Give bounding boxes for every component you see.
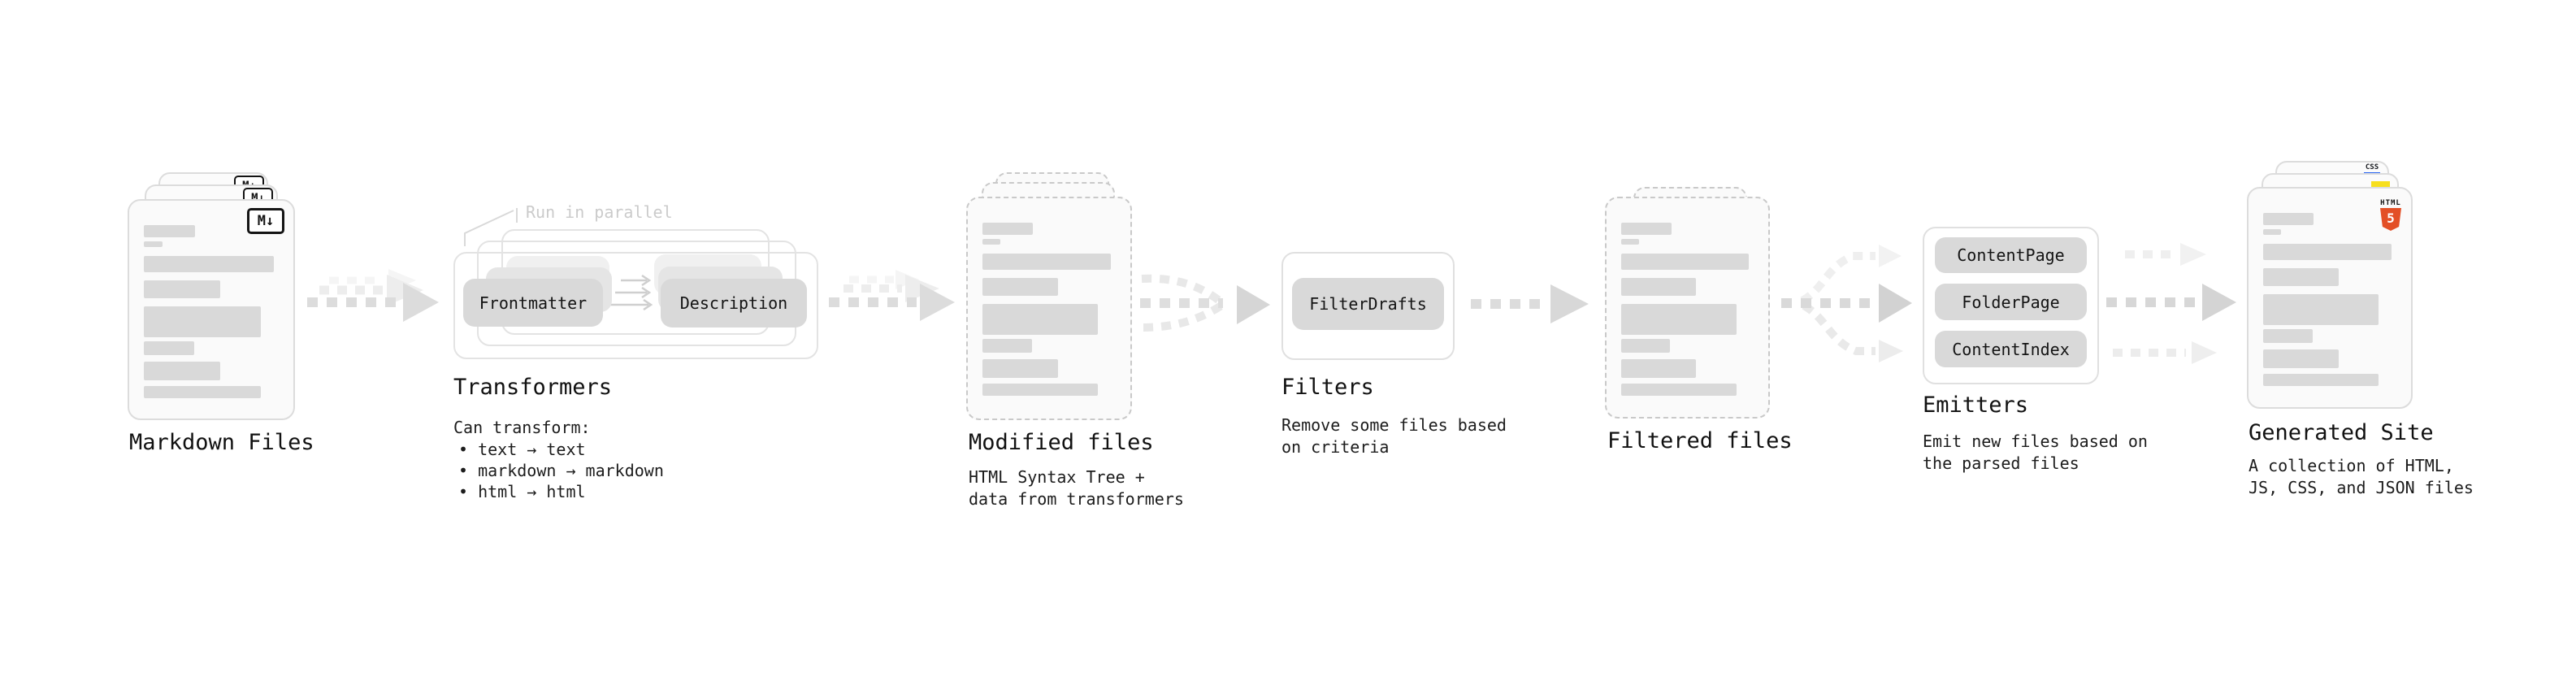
text-line-placeholder <box>982 304 1099 335</box>
doc-content-lines <box>144 201 275 419</box>
contentindex-node: ContentIndex <box>1935 331 2087 367</box>
text-line-placeholder <box>144 362 220 380</box>
generated-site-title: Generated Site <box>2249 420 2434 445</box>
filtered-files-title: Filtered files <box>1607 428 1793 453</box>
text-line-placeholder <box>2263 329 2313 343</box>
transformers-desc-intro: Can transform: <box>453 418 591 437</box>
emitters-desc: Emit new files based on <box>1923 432 2148 451</box>
run-in-parallel-bracket <box>464 208 518 246</box>
text-line-placeholder <box>2263 213 2314 225</box>
doc-content-lines <box>1621 198 1750 417</box>
modified-file-card-front <box>966 197 1132 420</box>
text-line-placeholder <box>1621 254 1750 270</box>
doc-content-lines <box>2263 189 2393 407</box>
arrow-emitters-to-generated <box>2106 243 2236 364</box>
arrow-filtered-to-emitters <box>1781 245 1912 362</box>
markdown-file-card-front: M↓ <box>128 199 295 420</box>
arrow-markdown-to-transformers <box>307 269 439 322</box>
filters-desc: Remove some files based <box>1281 415 1507 435</box>
text-line-placeholder <box>2263 349 2339 368</box>
contentpage-node: ContentPage <box>1935 237 2087 273</box>
text-line-placeholder <box>982 359 1058 378</box>
arrow-filters-to-filtered <box>1471 284 1589 323</box>
doc-content-lines <box>982 198 1112 419</box>
text-line-placeholder <box>2263 374 2379 386</box>
text-line-placeholder <box>982 278 1058 296</box>
text-line-placeholder <box>144 225 196 237</box>
emitters-title: Emitters <box>1923 393 2029 418</box>
transformers-bullet: • markdown → markdown <box>458 461 664 480</box>
text-line-placeholder <box>2263 229 2282 235</box>
filterdrafts-node: FilterDrafts <box>1292 278 1444 330</box>
text-line-placeholder <box>144 341 194 355</box>
generated-site-desc: A collection of HTML, <box>2249 456 2454 475</box>
text-line-placeholder <box>1621 359 1697 378</box>
transformers-bullet: • text → text <box>458 440 586 459</box>
text-line-placeholder <box>144 386 262 398</box>
filters-desc: on criteria <box>1281 437 1390 457</box>
text-line-placeholder <box>144 306 262 337</box>
text-line-placeholder <box>982 339 1032 353</box>
modified-files-title: Modified files <box>969 430 1154 455</box>
text-line-placeholder <box>1621 223 1672 235</box>
text-line-placeholder <box>1621 339 1671 353</box>
transformers-bullet: • html → html <box>458 482 586 501</box>
emitters-desc: the parsed files <box>1923 453 2079 473</box>
text-line-placeholder <box>1621 384 1737 396</box>
description-node: Description <box>661 279 807 327</box>
text-line-placeholder <box>1621 278 1697 296</box>
generated-file-card-html: HTML 5 <box>2247 187 2413 409</box>
filtered-file-card-front <box>1605 197 1770 419</box>
text-line-placeholder <box>144 256 275 272</box>
transformer-step-arrows <box>609 274 653 311</box>
text-line-placeholder <box>2263 294 2379 325</box>
folderpage-node: FolderPage <box>1935 284 2087 320</box>
text-line-placeholder <box>2263 268 2339 286</box>
text-line-placeholder <box>1621 239 1640 245</box>
text-line-placeholder <box>144 241 163 247</box>
generated-site-desc: JS, CSS, and JSON files <box>2249 478 2474 497</box>
text-line-placeholder <box>982 223 1034 235</box>
transformer-frame-front <box>453 252 818 359</box>
markdown-files-title: Markdown Files <box>129 430 314 455</box>
filters-title: Filters <box>1281 375 1374 400</box>
arrow-transformers-to-modified <box>829 270 955 321</box>
markdown-icon: M↓ <box>247 208 284 234</box>
html5-icon: HTML 5 <box>2379 199 2402 231</box>
transformers-title: Transformers <box>453 375 613 400</box>
modified-files-desc: HTML Syntax Tree + <box>969 467 1145 487</box>
run-in-parallel-label: Run in parallel <box>526 202 673 222</box>
arrow-modified-to-filters <box>1140 274 1270 332</box>
text-line-placeholder <box>144 280 220 298</box>
text-line-placeholder <box>1621 304 1737 335</box>
frontmatter-node: Frontmatter <box>463 279 603 327</box>
text-line-placeholder <box>982 384 1099 396</box>
text-line-placeholder <box>982 239 1001 245</box>
text-line-placeholder <box>982 254 1112 270</box>
modified-files-desc: data from transformers <box>969 489 1184 509</box>
text-line-placeholder <box>2263 244 2392 260</box>
